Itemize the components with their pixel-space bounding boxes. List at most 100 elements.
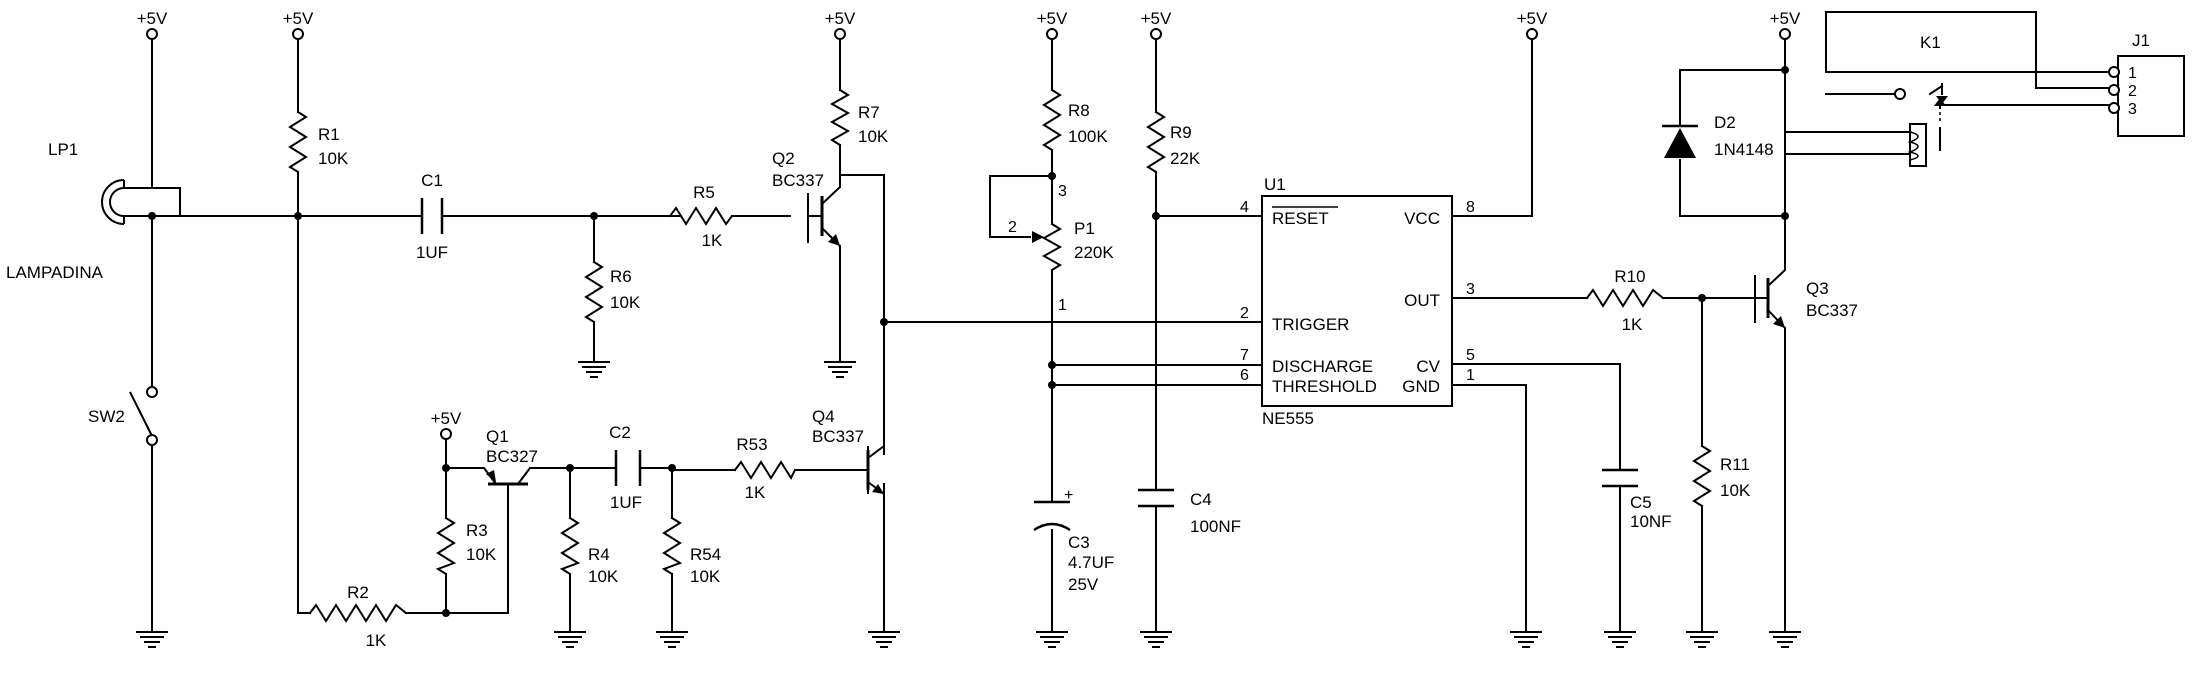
- u1-pin-name: DISCHARGE: [1272, 357, 1373, 376]
- c2-value: 1UF: [610, 493, 642, 512]
- c3-value: 4.7UF: [1068, 553, 1114, 572]
- resistor-r54: R54 10K: [661, 516, 721, 586]
- lp1-ref: LP1: [48, 140, 78, 159]
- r2-value: 1K: [366, 631, 387, 650]
- r3-value: 10K: [466, 545, 497, 564]
- transistor-q4: Q4 BC337: [812, 407, 885, 495]
- transistor-q3: Q3 BC337: [1755, 269, 1858, 329]
- q2-value: BC337: [772, 171, 824, 190]
- c3-ref: C3: [1068, 533, 1090, 552]
- u1-pin-name: RESET: [1272, 209, 1329, 228]
- supply-label: +5V: [1770, 9, 1801, 28]
- r4-ref: R4: [588, 545, 610, 564]
- capacitor-c1: C1 1UF: [416, 171, 448, 262]
- u1-pin-number: 2: [1240, 305, 1249, 322]
- resistor-r8: R8 100K: [1042, 88, 1108, 152]
- resistor-r2: R2 1K: [308, 583, 408, 650]
- r10-ref: R10: [1614, 267, 1645, 286]
- r7-value: 10K: [858, 127, 889, 146]
- r6-ref: R6: [610, 267, 632, 286]
- u1-pin-name: TRIGGER: [1272, 315, 1349, 334]
- wires: [123, 11, 2115, 631]
- resistor-r4: R4 10K: [559, 516, 619, 586]
- r5-value: 1K: [702, 231, 723, 250]
- r4-value: 10K: [588, 567, 619, 586]
- q1-value: BC327: [486, 447, 538, 466]
- p1-pin: 1: [1058, 297, 1067, 314]
- resistor-r53: R53 1K: [733, 435, 797, 502]
- resistor-r10: R10 1K: [1585, 267, 1665, 334]
- resistor-r9: R9 22K: [1146, 110, 1201, 174]
- c5-value: 10NF: [1630, 512, 1672, 531]
- lp1-value: LAMPADINA: [6, 263, 104, 282]
- supply-label: +5V: [1037, 9, 1068, 28]
- u1-pin-number: 1: [1466, 367, 1475, 384]
- switch-sw2: SW2: [88, 386, 158, 446]
- q2-ref: Q2: [772, 149, 795, 168]
- c3-polarity: +: [1064, 487, 1073, 504]
- u1-pin-name: THRESHOLD: [1272, 377, 1377, 396]
- u1-pin-name: GND: [1402, 377, 1440, 396]
- supply-label: +5V: [137, 9, 168, 28]
- d2-value: 1N4148: [1714, 140, 1774, 159]
- c1-value: 1UF: [416, 243, 448, 262]
- r11-ref: R11: [1720, 455, 1750, 474]
- q3-ref: Q3: [1806, 279, 1829, 298]
- r9-ref: R9: [1170, 123, 1192, 142]
- supply-label: +5V: [1517, 9, 1548, 28]
- p1-pin: 3: [1058, 183, 1067, 200]
- capacitor-c3: + C3 4.7UF 25V: [1033, 487, 1114, 594]
- supply-label: +5V: [283, 9, 314, 28]
- resistor-r5: R5 1K: [668, 183, 734, 250]
- p1-value: 220K: [1074, 243, 1114, 262]
- r7-ref: R7: [858, 103, 880, 122]
- u1-pin-name: OUT: [1404, 291, 1440, 310]
- r2-ref: R2: [347, 583, 369, 602]
- c4-value: 100NF: [1190, 517, 1241, 536]
- u1-pin-number: 3: [1466, 281, 1475, 298]
- r9-value: 22K: [1170, 149, 1201, 168]
- c3-voltage: 25V: [1068, 575, 1099, 594]
- supply-terminals: +5V +5V +5V +5V +5V +5V +5V +5V: [137, 9, 1801, 440]
- u1-ref: U1: [1264, 175, 1286, 194]
- r6-value: 10K: [610, 293, 641, 312]
- r54-ref: R54: [690, 545, 721, 564]
- diode-d2: D2 1N4148: [1662, 113, 1774, 159]
- c1-ref: C1: [421, 171, 443, 190]
- potentiometer-p1: 3 2 1 P1 220K: [1008, 183, 1114, 314]
- junction-dots: [148, 66, 1789, 617]
- q4-ref: Q4: [812, 407, 835, 426]
- lamp-lp1: LP1 LAMPADINA: [6, 140, 125, 282]
- transistor-q2: Q2 BC337: [772, 149, 841, 247]
- r53-ref: R53: [736, 435, 767, 454]
- sw2-ref: SW2: [88, 407, 125, 426]
- r11-value: 10K: [1720, 481, 1751, 500]
- u1-pin-number: 8: [1466, 199, 1475, 216]
- u1-pin-name: CV: [1416, 357, 1440, 376]
- capacitor-c4: C4 100NF: [1138, 488, 1241, 536]
- r3-ref: R3: [466, 521, 488, 540]
- resistor-r1: R1 10K: [288, 110, 349, 174]
- q3-value: BC337: [1806, 301, 1858, 320]
- capacitor-c2: C2 1UF: [609, 423, 642, 512]
- c4-ref: C4: [1190, 490, 1212, 509]
- supply-label: +5V: [825, 9, 856, 28]
- r5-ref: R5: [693, 183, 715, 202]
- ic-u1: U1 NE555 4 8 2 3 7 5 6 1 RESET VCC TRIGG…: [1240, 175, 1475, 428]
- resistor-r11: R11 10K: [1692, 444, 1751, 508]
- u1-pin-name: VCC: [1404, 209, 1440, 228]
- j1-pin: 1: [2128, 65, 2137, 82]
- c2-ref: C2: [609, 423, 631, 442]
- u1-pin-number: 4: [1240, 199, 1249, 216]
- r54-value: 10K: [690, 567, 721, 586]
- u1-value: NE555: [1262, 409, 1314, 428]
- capacitor-c5: C5 10NF: [1602, 468, 1672, 531]
- supply-label: +5V: [431, 409, 462, 428]
- relay-k1: K1: [1894, 33, 1948, 167]
- r10-value: 1K: [1622, 315, 1643, 334]
- resistor-r6: R6 10K: [584, 260, 641, 324]
- connector-j1: 1 2 3 J1: [2108, 31, 2185, 137]
- k1-ref: K1: [1920, 33, 1941, 52]
- d2-ref: D2: [1714, 113, 1736, 132]
